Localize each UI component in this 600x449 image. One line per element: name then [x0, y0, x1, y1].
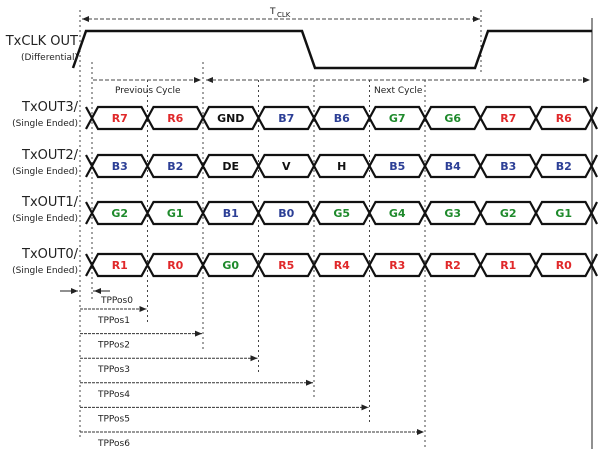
bit-cell: R5: [278, 259, 294, 272]
arrow-head: [139, 306, 147, 312]
bit-cell: R6: [167, 112, 183, 125]
bit-cell: G5: [333, 207, 350, 220]
tppos-label: TPPos4: [97, 390, 130, 400]
clock-sublabel: (Differential): [21, 53, 78, 63]
bit-cell: G2: [111, 207, 128, 220]
tppos-label: TPPos2: [97, 341, 130, 351]
tppos-label: TPPos6: [97, 439, 130, 449]
bit-cell: R0: [556, 259, 572, 272]
bit-cell: B6: [334, 112, 350, 125]
bit-cell: B3: [112, 160, 128, 173]
next-cycle-label: Next Cycle: [374, 86, 423, 96]
bit-cell: DE: [222, 160, 239, 173]
signal-waveform: [85, 105, 598, 131]
bit-cell: B3: [500, 160, 516, 173]
arrow-head: [195, 330, 202, 337]
row-label: TxOUT2/: [22, 148, 78, 163]
arrow-head: [361, 404, 369, 411]
bit-cell: R1: [500, 259, 516, 272]
arrow-head: [473, 16, 480, 22]
clock-label: TxCLK OUT: [5, 34, 78, 49]
arrow-head: [417, 429, 424, 435]
bit-cell: G7: [389, 112, 406, 125]
row-sublabel: (Single Ended): [12, 266, 78, 276]
previous-cycle-label: Previous Cycle: [115, 86, 181, 96]
bit-cell: R0: [167, 259, 183, 272]
bit-cell: G3: [444, 207, 461, 220]
bit-cell: G6: [444, 112, 461, 125]
bit-cell: R7: [500, 112, 516, 125]
bit-cell: B1: [223, 207, 239, 220]
bit-cell: B2: [556, 160, 572, 173]
bit-cell: R7: [112, 112, 128, 125]
arrow-head: [94, 288, 101, 294]
row-sublabel: (Single Ended): [12, 167, 78, 177]
bit-cell: B4: [445, 160, 461, 173]
arrow-head: [306, 379, 313, 386]
signal-waveform: [85, 252, 598, 278]
arrow-head: [82, 16, 89, 22]
tppos-label: TPPos0: [100, 296, 133, 306]
clock-waveform: [71, 29, 592, 70]
row-sublabel: (Single Ended): [12, 214, 78, 224]
bit-cell: R4: [334, 259, 350, 272]
bit-cell: G0: [222, 259, 239, 272]
signal-waveform: [85, 200, 598, 226]
bit-cell: G1: [167, 207, 184, 220]
bit-cell: R2: [445, 259, 461, 272]
arrow-head: [583, 77, 590, 83]
tppos-label: TPPos3: [97, 365, 130, 375]
tclk-label: T: [269, 7, 276, 17]
bit-cell: V: [282, 160, 291, 173]
bit-cell: R3: [389, 259, 405, 272]
tppos-label: TPPos1: [97, 316, 130, 326]
arrow-head: [250, 355, 258, 362]
bit-cell: B2: [167, 160, 183, 173]
tclk-subscript: CLK: [277, 11, 291, 19]
bit-cell: R1: [112, 259, 128, 272]
tppos-label: TPPos5: [97, 414, 130, 424]
signal-waveform: [85, 153, 598, 179]
row-label: TxOUT1/: [22, 195, 78, 210]
bit-cell: GND: [217, 112, 244, 125]
bit-cell: R6: [556, 112, 572, 125]
row-sublabel: (Single Ended): [12, 119, 78, 129]
bit-cell: G1: [555, 207, 572, 220]
row-label: TxOUT3/: [22, 100, 78, 115]
bit-cell: B7: [278, 112, 294, 125]
bit-cell: B5: [389, 160, 405, 173]
bit-cell: G2: [500, 207, 517, 220]
bit-cell: B0: [278, 207, 294, 220]
bit-cell: H: [337, 160, 346, 173]
arrow-head: [194, 77, 201, 83]
bit-cell: G4: [389, 207, 406, 220]
row-label: TxOUT0/: [22, 247, 78, 262]
arrow-head: [71, 288, 78, 294]
